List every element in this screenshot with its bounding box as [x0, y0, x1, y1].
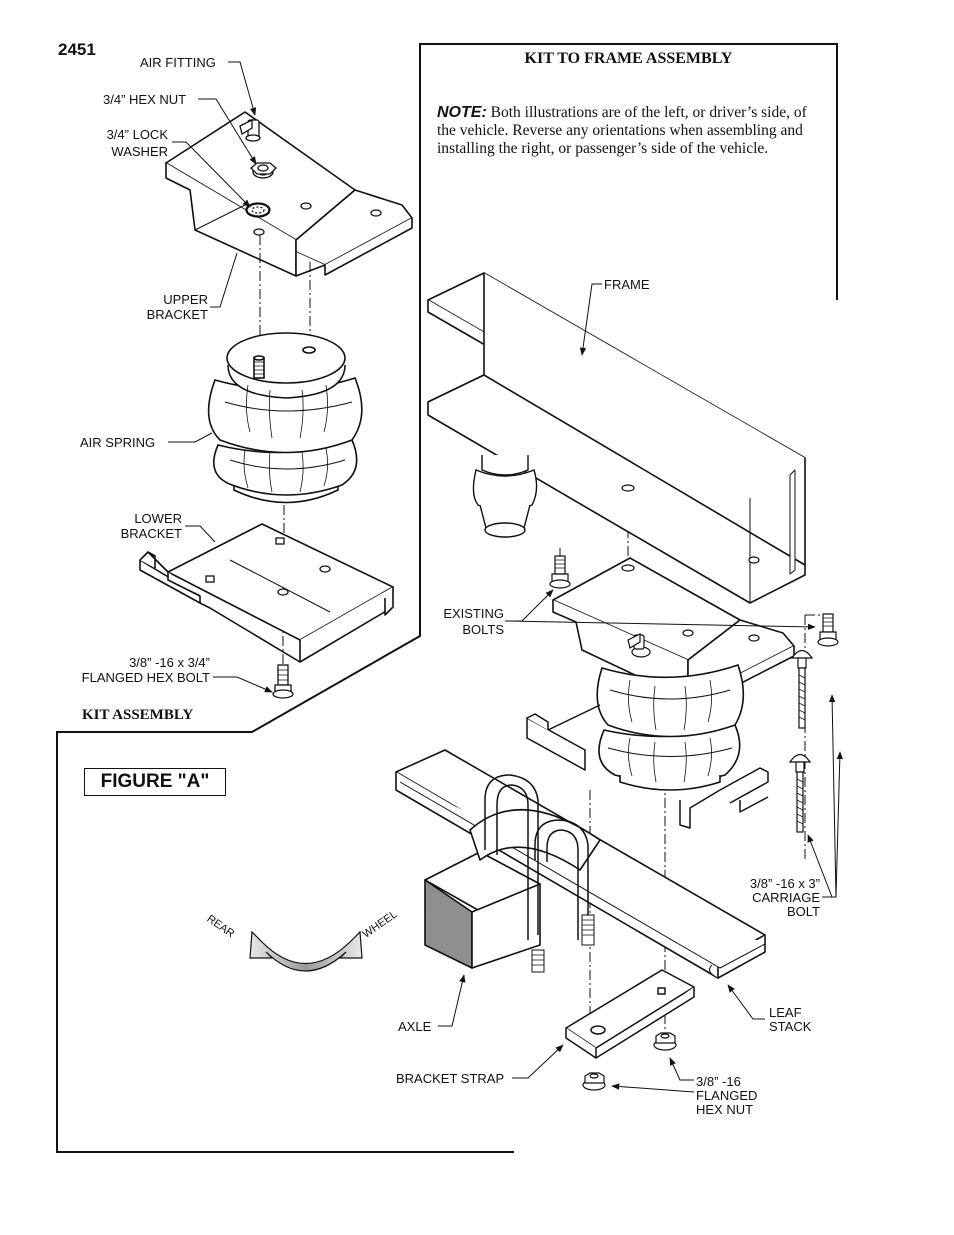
- label-leaf-stack-1: LEAF: [769, 1005, 802, 1020]
- lock-washer-left: [245, 202, 271, 218]
- u-bolt-threads: [531, 914, 595, 973]
- leaders-left: [168, 61, 273, 693]
- axle: [424, 808, 601, 969]
- air-spring-left: [207, 332, 363, 504]
- label-air-spring: AIR SPRING: [80, 435, 156, 450]
- label-lock-washer-2: WASHER: [111, 144, 168, 159]
- upper-bracket-right: [552, 557, 795, 701]
- bump-stop: [472, 455, 538, 538]
- upper-bracket-right-holes: [621, 564, 760, 658]
- label-carriage-bolt-3: BOLT: [787, 904, 820, 919]
- lower-bracket-left: [139, 523, 394, 663]
- existing-bolt-right: [817, 613, 839, 647]
- upper-bracket-left: [165, 111, 413, 277]
- label-flanged-bolt-1: 3/8” -16 x 3/4”: [129, 655, 210, 670]
- flanged-hex-nut-1: [653, 1032, 677, 1051]
- panel-borders: [56, 43, 838, 1153]
- bracket-strap: [565, 969, 695, 1059]
- label-hex-nut-2: FLANGED: [696, 1088, 758, 1103]
- kit-to-frame-title: KIT TO FRAME ASSEMBLY: [524, 50, 733, 67]
- label-frame: FRAME: [604, 277, 650, 292]
- label-axle: AXLE: [398, 1019, 432, 1034]
- note-label: NOTE:: [437, 104, 487, 121]
- label-leaf-stack-2: STACK: [769, 1019, 812, 1034]
- label-bracket-strap: BRACKET STRAP: [396, 1071, 505, 1086]
- kit-assembly-title: KIT ASSEMBLY: [82, 707, 194, 723]
- existing-bolt-left: [549, 555, 571, 589]
- label-hex-nut-1: 3/8” -16: [696, 1074, 741, 1089]
- figure-title: FIGURE "A": [84, 768, 226, 796]
- label-upper-bracket-1: UPPER: [163, 292, 208, 307]
- label-flanged-bolt-2: FLANGED HEX BOLT: [81, 670, 210, 685]
- page-number: 2451: [58, 40, 96, 59]
- label-hex-nut: 3/4” HEX NUT: [103, 92, 187, 107]
- label-hex-nut-3: HEX NUT: [696, 1102, 754, 1117]
- label-carriage-bolt-2: CARRIAGE: [752, 890, 820, 905]
- label-upper-bracket-2: BRACKET: [146, 307, 208, 322]
- carriage-bolt-upper: [790, 649, 814, 729]
- label-carriage-bolt-1: 3/8” -16 x 3”: [749, 876, 820, 891]
- orientation-note: NOTE: Both illustrations are of the left…: [437, 104, 827, 158]
- label-existing-bolts-1: EXISTING: [443, 606, 504, 621]
- label-lock-washer-1: 3/4” LOCK: [106, 127, 168, 142]
- label-lower-bracket-2: BRACKET: [120, 526, 182, 541]
- flanged-hex-nut-2: [582, 1072, 606, 1091]
- carriage-bolt-lower: [788, 753, 812, 833]
- direction-arrow: [249, 930, 363, 972]
- flanged-bolt-left: [272, 664, 294, 699]
- leaders-right: [438, 283, 844, 1093]
- note-text: Both illustrations are of the left, or d…: [437, 104, 807, 157]
- lower-bracket-right: [526, 704, 769, 829]
- u-bolt: [484, 774, 589, 940]
- air-fitting-left: [239, 118, 261, 142]
- label-existing-bolts-2: BOLTS: [462, 622, 504, 637]
- label-air-fitting: AIR FITTING: [140, 55, 216, 70]
- frame-channel: [427, 272, 806, 604]
- lower-bracket-holes: [205, 537, 331, 596]
- air-spring-right: [596, 663, 745, 791]
- frame-holes: [621, 484, 760, 564]
- label-lower-bracket-1: LOWER: [134, 511, 182, 526]
- hex-nut-left: [250, 162, 277, 175]
